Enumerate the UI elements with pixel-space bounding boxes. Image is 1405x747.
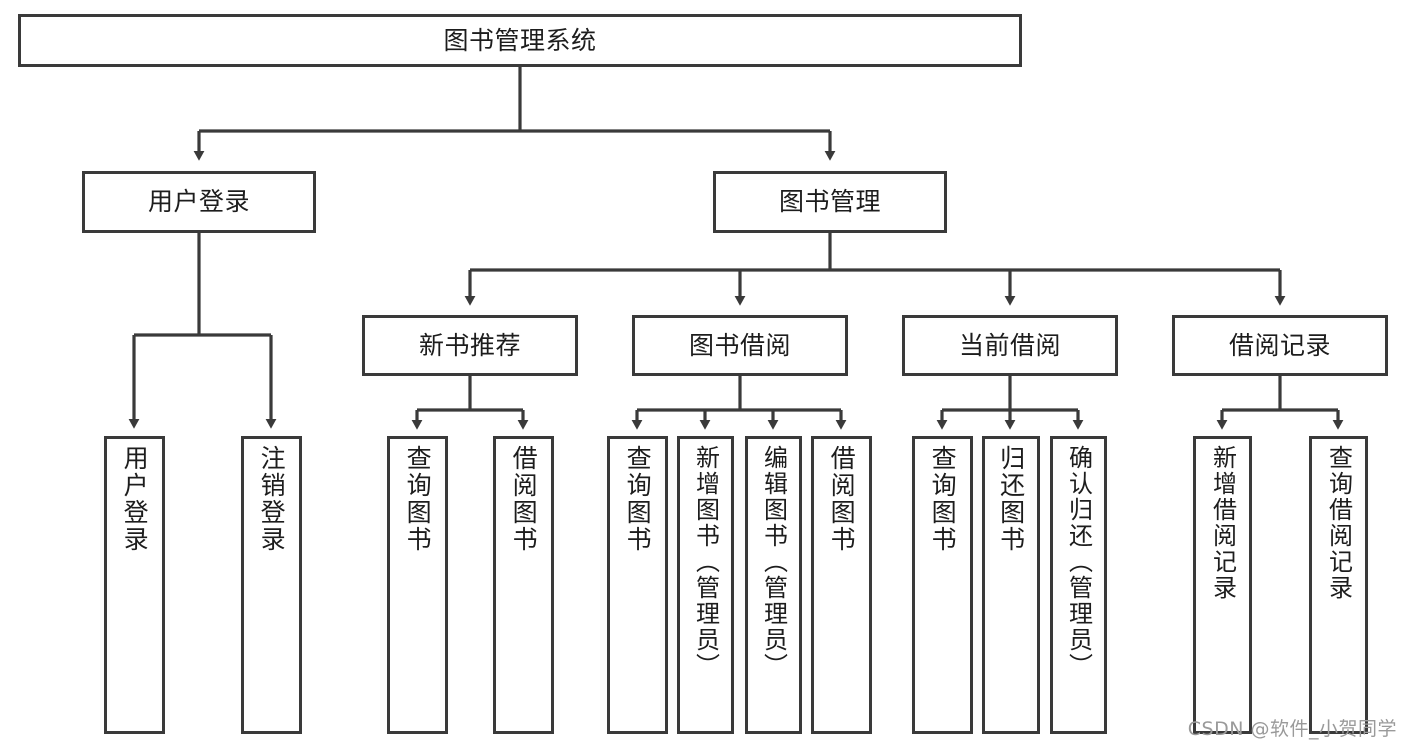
leaf-current-borrow-query[interactable]: 查询图书 — [912, 436, 973, 734]
leaf-label: 归还图书 — [996, 445, 1026, 553]
leaf-book-borrow-query[interactable]: 查询图书 — [607, 436, 668, 734]
node-root-label: 图书管理系统 — [443, 25, 597, 55]
node-book-management-label: 图书管理 — [778, 187, 881, 217]
node-user-login[interactable]: 用户登录 — [82, 171, 316, 233]
leaf-borrow-record-add[interactable]: 新增借阅记录 — [1193, 436, 1252, 734]
leaf-label: 借阅图书 — [509, 445, 539, 553]
leaf-book-borrow-lend[interactable]: 借阅图书 — [811, 436, 872, 734]
leaf-current-borrow-return[interactable]: 归还图书 — [982, 436, 1040, 734]
leaf-label: 查询图书 — [623, 445, 653, 553]
leaf-user-login-signin[interactable]: 用户登录 — [104, 436, 165, 734]
node-borrow-record[interactable]: 借阅记录 — [1172, 315, 1388, 376]
node-book-management[interactable]: 图书管理 — [713, 171, 947, 233]
node-user-login-label: 用户登录 — [147, 187, 250, 217]
leaf-label: 编辑图书（管理员） — [759, 445, 788, 679]
leaf-current-borrow-confirm[interactable]: 确认归还（管理员） — [1050, 436, 1107, 734]
node-book-borrow-label: 图书借阅 — [688, 330, 791, 360]
node-borrow-record-label: 借阅记录 — [1228, 330, 1331, 360]
leaf-borrow-record-query[interactable]: 查询借阅记录 — [1309, 436, 1368, 734]
leaf-label: 查询借阅记录 — [1324, 445, 1353, 601]
node-current-borrow-label: 当前借阅 — [958, 330, 1061, 360]
leaf-label: 注销登录 — [257, 445, 287, 553]
leaf-new-book-query[interactable]: 查询图书 — [387, 436, 448, 734]
leaf-user-login-signout[interactable]: 注销登录 — [241, 436, 302, 734]
leaf-label: 查询图书 — [928, 445, 958, 553]
node-root[interactable]: 图书管理系统 — [18, 14, 1022, 67]
node-new-book-recommend-label: 新书推荐 — [418, 330, 521, 360]
leaf-book-borrow-add[interactable]: 新增图书（管理员） — [677, 436, 734, 734]
leaf-new-book-borrow[interactable]: 借阅图书 — [493, 436, 554, 734]
leaf-book-borrow-edit[interactable]: 编辑图书（管理员） — [745, 436, 802, 734]
leaf-label: 查询图书 — [403, 445, 433, 553]
leaf-label: 新增图书（管理员） — [691, 445, 720, 679]
leaf-label: 新增借阅记录 — [1208, 445, 1237, 601]
leaf-label: 确认归还（管理员） — [1064, 445, 1093, 679]
leaf-label: 用户登录 — [120, 445, 150, 553]
node-book-borrow[interactable]: 图书借阅 — [632, 315, 848, 376]
node-current-borrow[interactable]: 当前借阅 — [902, 315, 1118, 376]
csdn-watermark: CSDN @软件_小贺同学 — [1187, 718, 1397, 740]
leaf-label: 借阅图书 — [827, 445, 857, 553]
node-new-book-recommend[interactable]: 新书推荐 — [362, 315, 578, 376]
